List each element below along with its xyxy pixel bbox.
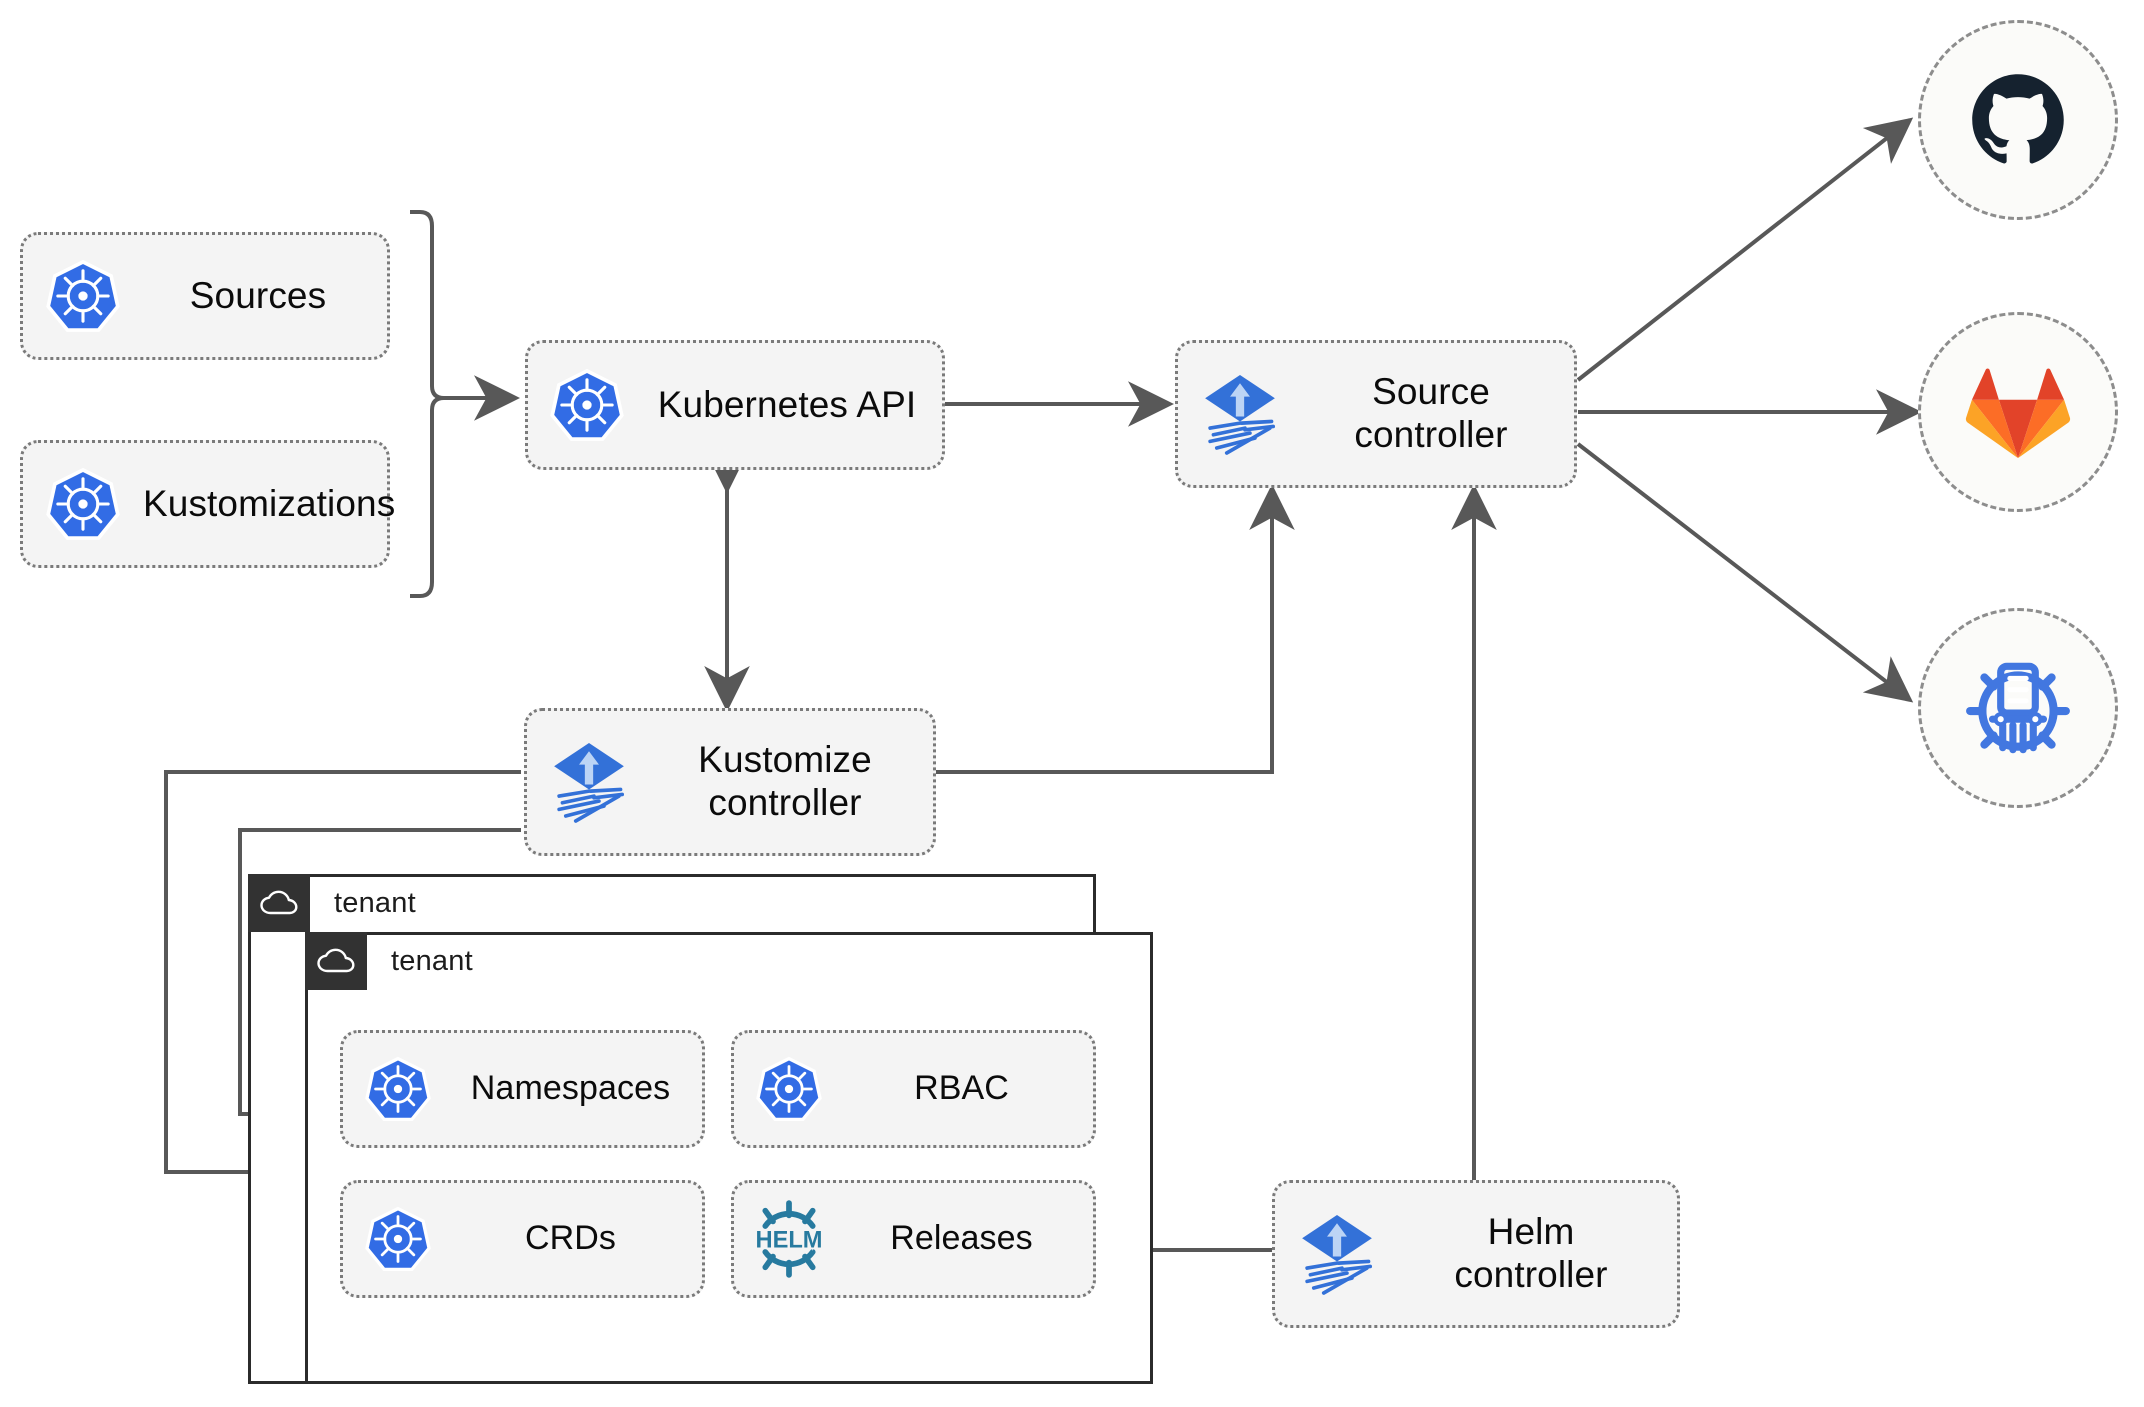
node-namespaces[interactable]: Namespaces — [340, 1030, 705, 1148]
node-kubernetes-api[interactable]: Kubernetes API — [525, 340, 945, 470]
kubernetes-icon — [23, 467, 143, 541]
kubernetes-icon — [23, 259, 143, 333]
github-icon — [1972, 74, 2064, 164]
edge-source-controller-to-helm-repo — [1576, 442, 1914, 703]
tenant-container-front: tenant — [305, 932, 1153, 1384]
kubernetes-icon — [528, 368, 646, 442]
helm-repo-icon — [1966, 662, 2070, 754]
flux-icon — [1178, 370, 1302, 458]
edge-source-controller-to-github — [1576, 117, 1914, 382]
kubernetes-icon — [343, 1056, 453, 1122]
helm-icon: HELM — [734, 1200, 844, 1278]
tenant-front-header: tenant — [305, 932, 473, 990]
node-source-controller[interactable]: Source controller — [1175, 340, 1577, 488]
svg-text:HELM: HELM — [755, 1227, 822, 1253]
node-sources-label: Sources — [189, 274, 327, 316]
node-kubernetes-api-label: Kubernetes API — [657, 383, 917, 425]
tenant-front-label: tenant — [391, 944, 473, 977]
flux-icon — [527, 738, 651, 826]
node-helm-controller-label: Helm controller — [1454, 1211, 1608, 1295]
node-releases[interactable]: HELM Releases — [731, 1180, 1096, 1298]
node-sources[interactable]: Sources — [20, 232, 390, 360]
node-crds-label: CRDs — [524, 1219, 617, 1258]
kubernetes-icon — [734, 1056, 844, 1122]
node-helm-controller[interactable]: Helm controller — [1272, 1180, 1680, 1328]
edge-kustomize-controller-to-source-controller — [935, 484, 1295, 774]
node-source-controller-label: Source controller — [1354, 371, 1508, 455]
node-crds[interactable]: CRDs — [340, 1180, 705, 1298]
node-kustomize-controller[interactable]: Kustomize controller — [524, 708, 936, 856]
endpoint-helm-repo[interactable] — [1918, 608, 2118, 808]
node-namespaces-label: Namespaces — [470, 1069, 671, 1108]
endpoint-gitlab[interactable] — [1918, 312, 2118, 512]
node-rbac-label: RBAC — [914, 1069, 1009, 1108]
node-releases-label: Releases — [890, 1219, 1033, 1258]
node-kustomize-controller-label: Kustomize controller — [698, 739, 872, 823]
cloud-icon — [305, 932, 367, 990]
kubernetes-icon — [343, 1206, 453, 1272]
node-kustomizations[interactable]: Kustomizations — [20, 440, 395, 568]
tenant-back-header: tenant — [248, 874, 416, 932]
gitlab-icon — [1965, 368, 2071, 459]
endpoint-github[interactable] — [1918, 20, 2118, 220]
flux-icon — [1275, 1210, 1399, 1298]
edge-resource-group-bracket — [410, 210, 445, 598]
cloud-icon — [248, 874, 310, 932]
node-rbac[interactable]: RBAC — [731, 1030, 1096, 1148]
tenant-back-label: tenant — [334, 886, 416, 919]
node-kustomizations-label: Kustomizations — [143, 482, 396, 524]
